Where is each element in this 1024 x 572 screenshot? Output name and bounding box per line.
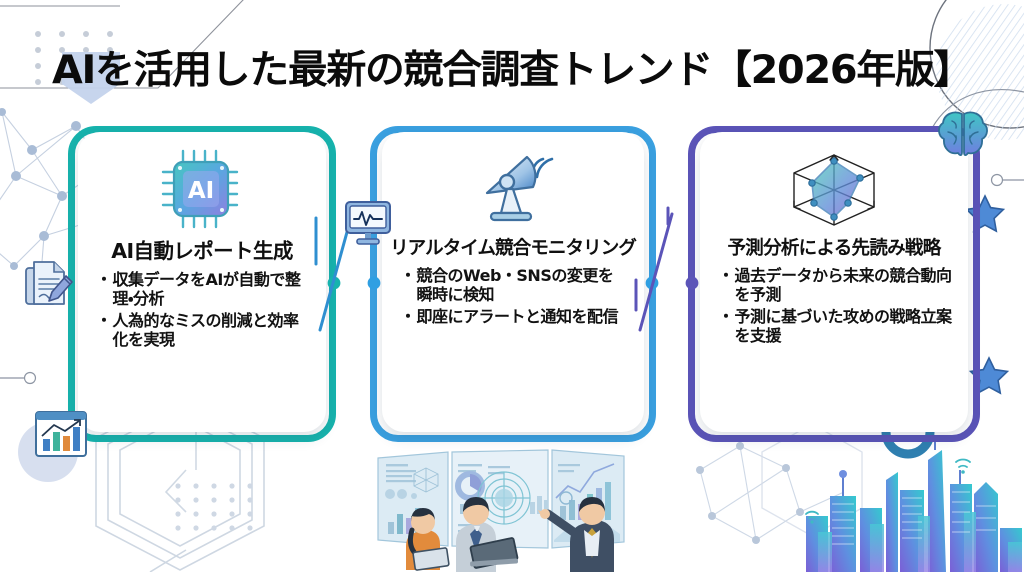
person-man-center <box>456 497 519 572</box>
bullet-text: 即座にアラートと通知を配信 <box>416 306 619 326</box>
bar-chart-window-icon <box>34 410 88 463</box>
person-woman <box>406 508 450 571</box>
bullet-marker: ・ <box>718 306 734 326</box>
bullet-marker: ・ <box>400 266 416 285</box>
card-bullets-predictive-strategy: ・ 過去データから未来の競合動向を予測 ・ 予測に基づいた攻めの戦略立案を支援 <box>710 266 958 349</box>
card-title-ai-report: AI自動レポート生成 <box>111 239 293 263</box>
bullet-text: 人為的なミスの削減と効率化を実現 <box>112 310 300 349</box>
team-dashboard-illustration <box>377 449 625 572</box>
feature-card-predictive-strategy[interactable]: 予測分析による先読み戦略 ・ 過去データから未来の競合動向を予測 ・ 予測に基づ… <box>700 132 968 432</box>
bullet-marker: ・ <box>400 306 416 326</box>
person-man-right <box>538 497 614 572</box>
wifi-icon-skyline-right <box>955 458 971 474</box>
bullet-item: ・ 人為的なミスの削減と効率化を実現 <box>96 310 310 350</box>
bullet-item: ・ 即座にアラートと通知を配信 <box>400 306 628 327</box>
ai-chip-icon: AI <box>159 146 245 232</box>
connector-card1-card2 <box>327 276 381 290</box>
bullet-item: ・ 収集データをAIが自動で整理・分析 <box>96 270 310 309</box>
feature-card-realtime-monitoring[interactable]: リアルタイム競合モニタリング ・ 競合のWeb・SNSの変更を瞬時に検知 ・ 即… <box>382 132 644 432</box>
bullet-item: ・ 過去データから未来の競合動向を予測 <box>718 266 953 305</box>
brain-icon <box>936 108 990 165</box>
page-title-wrap: AIを活用した最新の競合調査トレンド【2026年版】 <box>0 38 1024 102</box>
bullet-marker: ・ <box>718 266 734 285</box>
svg-text:AI: AI <box>188 178 214 204</box>
bullet-text: 予測に基づいた攻めの戦略立案を支援 <box>734 306 953 345</box>
bullet-text: 過去データから未来の競合動向を予測 <box>734 266 953 304</box>
bullet-item: ・ 競合のWeb・SNSの変更を瞬時に検知 <box>400 266 628 305</box>
bullet-item: ・ 予測に基づいた攻めの戦略立案を支援 <box>718 306 953 346</box>
page-title: AIを活用した最新の競合調査トレンド【2026年版】 <box>51 47 973 93</box>
bullet-marker: ・ <box>96 270 112 289</box>
card-title-predictive-strategy: 予測分析による先読み戦略 <box>727 238 941 259</box>
satellite-dish-icon <box>467 146 559 232</box>
bullet-marker: ・ <box>96 310 112 330</box>
card-bullets-ai-report: ・ 収集データをAIが自動で整理・分析 ・ 人為的なミスの削減と効率化を実現 <box>88 270 316 353</box>
radar-chart-icon <box>786 146 882 232</box>
card-title-realtime-monitoring: リアルタイム競合モニタリング <box>390 238 637 259</box>
document-pen-icon <box>22 258 74 315</box>
card-bullets-realtime-monitoring: ・ 競合のWeb・SNSの変更を瞬時に検知 ・ 即座にアラートと通知を配信 <box>392 266 634 330</box>
bullet-text: 収集データをAIが自動で整理・分析 <box>112 270 301 308</box>
monitor-pulse-icon <box>344 200 392 251</box>
bullet-text: 競合のWeb・SNSの変更を瞬時に検知 <box>416 266 614 304</box>
